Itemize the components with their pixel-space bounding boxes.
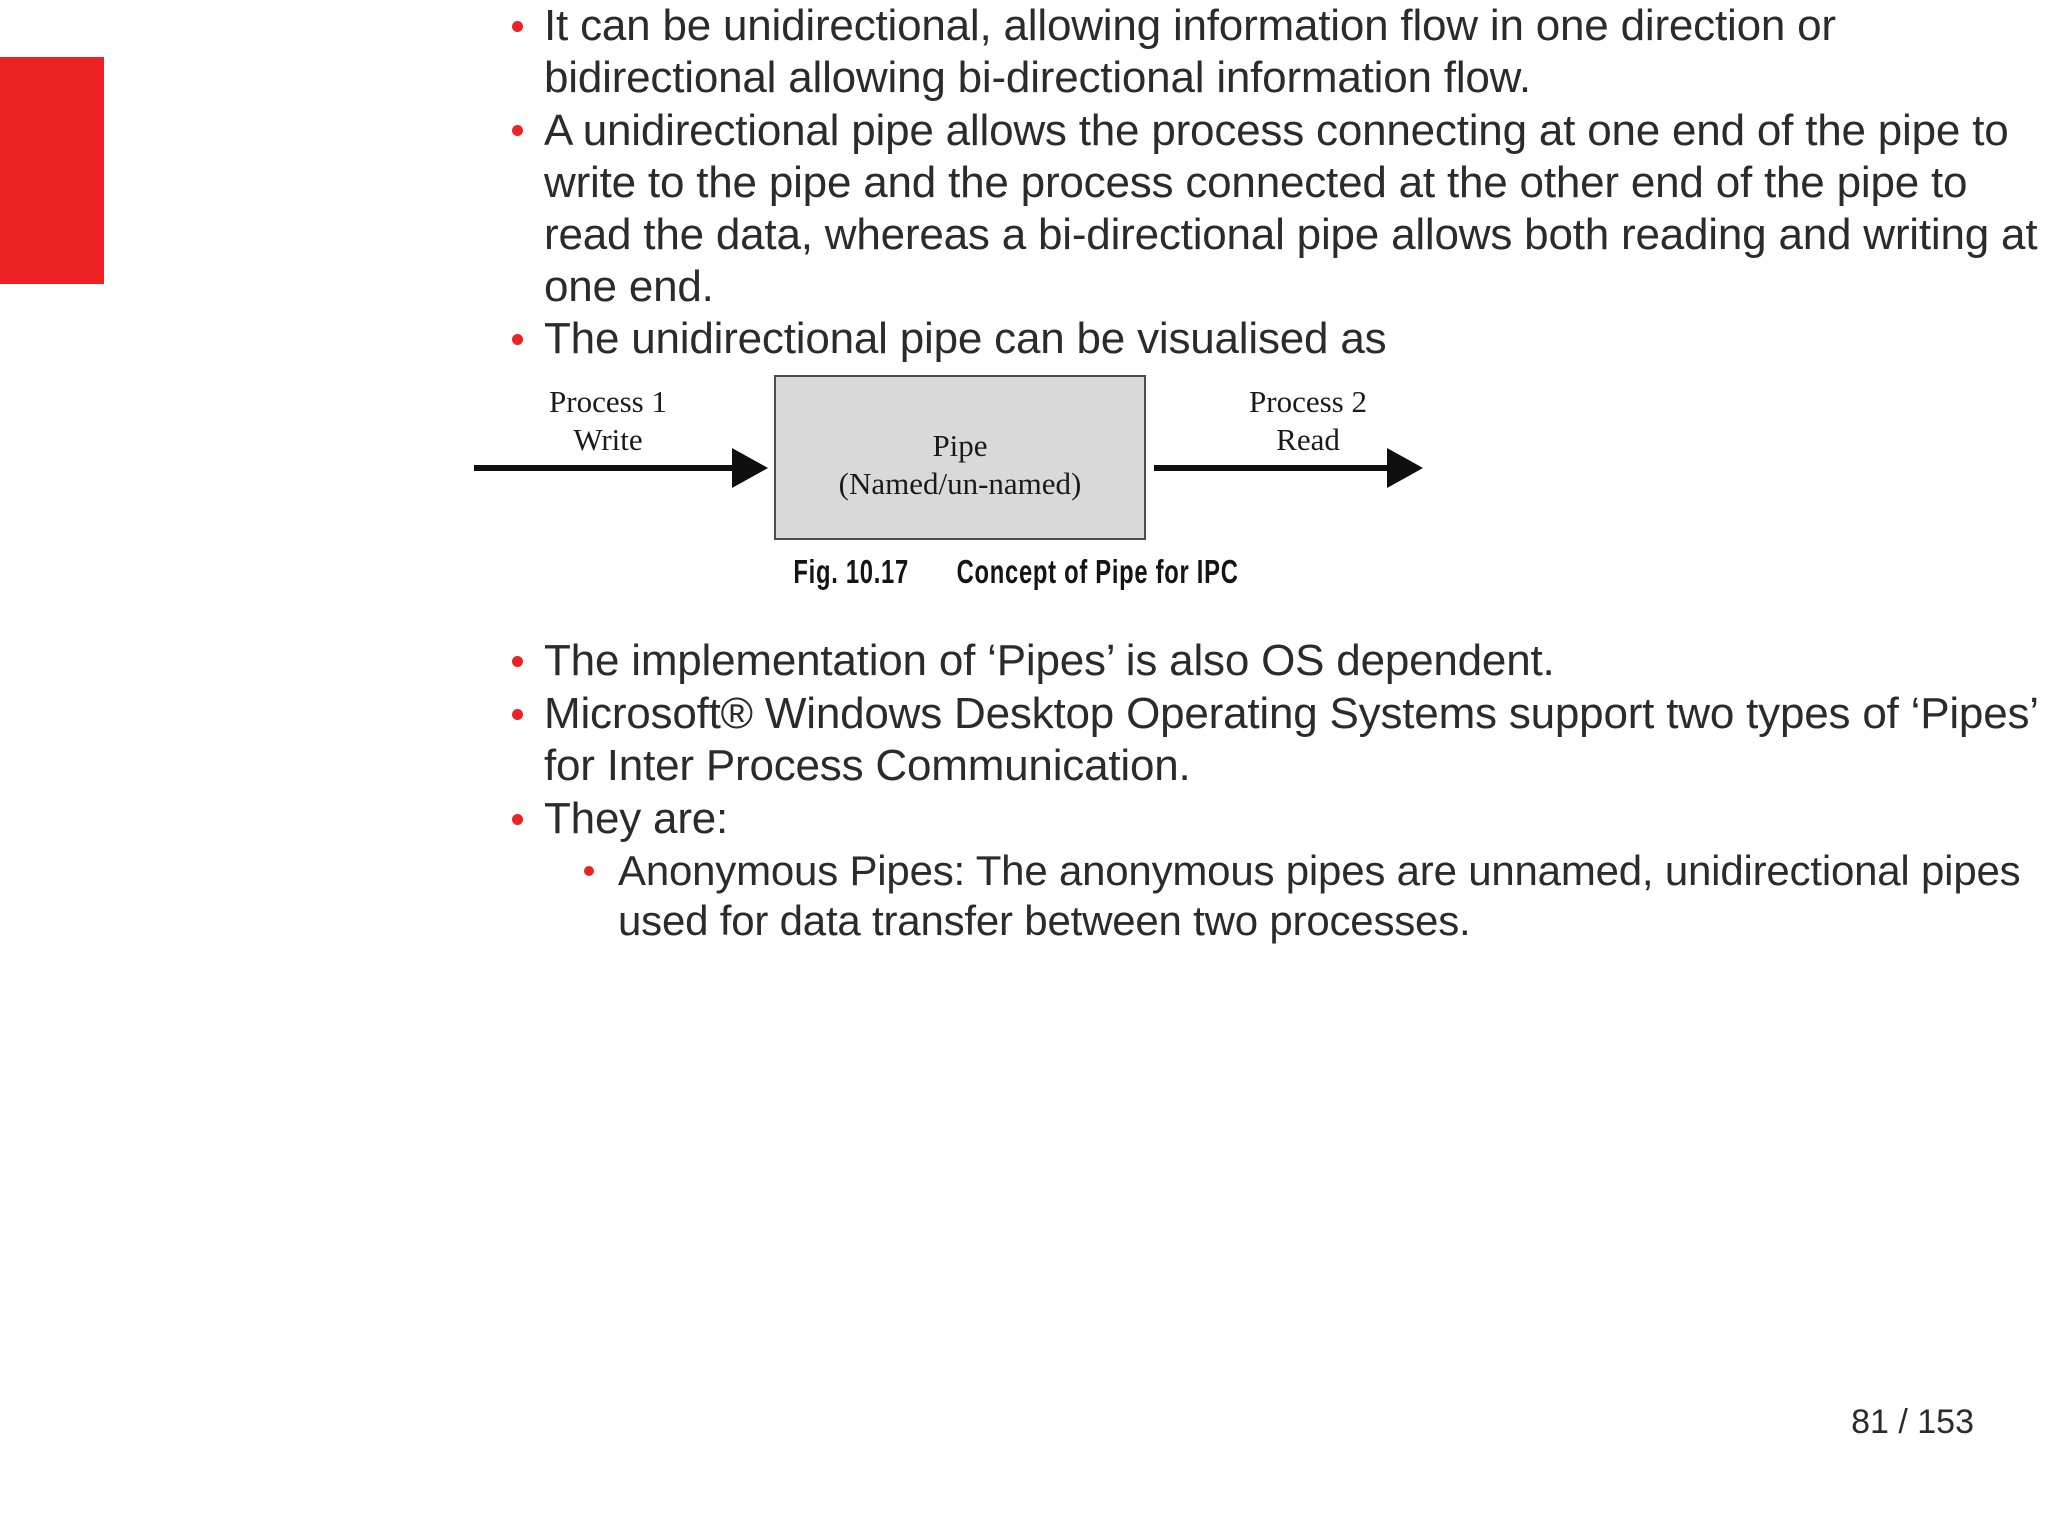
list-item: Microsoft® Windows Desktop Operating Sys… (500, 688, 2048, 792)
process1-label-line2: Write (573, 422, 643, 458)
process1-label: Process 1 Write (508, 383, 708, 459)
process2-label-line1: Process 2 (1249, 384, 1367, 420)
pipe-concept-figure: Process 1 Write Process 2 Read Pipe (Nam… (466, 375, 1566, 635)
bullet-dot-icon (512, 20, 523, 32)
bullet-text: They are: (544, 794, 729, 844)
slide-content: It can be unidirectional, allowing infor… (474, 0, 2048, 1536)
bullet-text: Anonymous Pipes: The anonymous pipes are… (618, 846, 2021, 944)
red-accent-block (0, 57, 104, 284)
read-arrow-head-icon (1387, 448, 1423, 489)
bullet-text: Microsoft® Windows Desktop Operating Sys… (544, 689, 2038, 791)
figure-caption-number: Fig. 10.17 (793, 553, 909, 591)
list-item: The implementation of ‘Pipes’ is also OS… (500, 635, 2048, 687)
figure-canvas: Process 1 Write Process 2 Read Pipe (Nam… (466, 375, 1566, 580)
page-indicator: 81 / 153 (1851, 1403, 1974, 1441)
write-arrow-shaft (474, 465, 739, 472)
list-item: It can be unidirectional, allowing infor… (500, 0, 2048, 104)
bullet-dot-icon (512, 334, 523, 346)
bullet-text: The implementation of ‘Pipes’ is also OS… (544, 636, 1555, 686)
pipe-box-line1: Pipe (932, 428, 988, 464)
write-arrow-head-icon (732, 448, 768, 489)
list-item: They are: (500, 793, 2048, 845)
list-item: The unidirectional pipe can be visualise… (500, 313, 2048, 365)
bullet-dot-icon (584, 865, 594, 876)
pipe-box: Pipe (Named/un-named) (774, 375, 1146, 541)
read-arrow-shaft (1154, 465, 1394, 472)
process2-label-line2: Read (1276, 422, 1340, 458)
bullet-list: It can be unidirectional, allowing infor… (474, 0, 2048, 945)
process1-label-line1: Process 1 (549, 384, 667, 420)
bullet-text: The unidirectional pipe can be visualise… (544, 314, 1387, 364)
list-item-sub: Anonymous Pipes: The anonymous pipes are… (500, 846, 2048, 945)
bullet-dot-icon (512, 813, 523, 825)
list-item: A unidirectional pipe allows the process… (500, 105, 2048, 313)
figure-container: Process 1 Write Process 2 Read Pipe (Nam… (474, 375, 2048, 635)
bullet-dot-icon (512, 125, 523, 137)
figure-caption: Fig. 10.17 Concept of Pipe for IPC (620, 553, 1412, 591)
bullet-dot-icon (512, 708, 523, 720)
bullet-text: It can be unidirectional, allowing infor… (544, 1, 1836, 102)
pipe-box-line2: (Named/un-named) (838, 465, 1082, 501)
pipe-box-text: Pipe (Named/un-named) (776, 427, 1144, 501)
bullet-dot-icon (512, 656, 523, 668)
process2-label: Process 2 Read (1208, 383, 1408, 459)
figure-caption-title: Concept of Pipe for IPC (956, 553, 1239, 591)
bullet-text: A unidirectional pipe allows the process… (544, 105, 2038, 311)
